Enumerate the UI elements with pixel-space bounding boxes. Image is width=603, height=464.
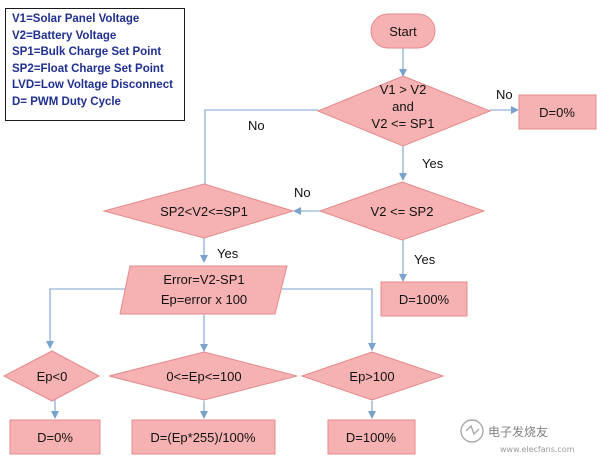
edge-calc-to-ep-neg	[46, 288, 137, 349]
legend-line-sp2: SP2=Float Charge Set Point	[12, 62, 164, 75]
decision-v2-le-sp2	[318, 181, 486, 241]
ep-high-label: Ep>100	[349, 369, 394, 384]
decision1-line1: V1 > V2	[380, 82, 427, 97]
decision-ep-neg	[2, 350, 101, 402]
duty-zero-top-label: D=0%	[539, 105, 575, 120]
edge-label-no-right: No	[496, 87, 513, 102]
edge-label-yes-d1: Yes	[422, 156, 444, 171]
legend-line-v1: V1=Solar Panel Voltage	[12, 13, 140, 25]
edge-label-no-left: No	[248, 118, 265, 133]
decision2-label: V2 <= SP2	[371, 204, 434, 219]
decision1-line3: V2 <= SP1	[372, 116, 435, 131]
decision-ep-mid	[108, 351, 298, 401]
legend-line-v2: V2=Battery Voltage	[12, 29, 117, 42]
edge-label-yes-d2: Yes	[414, 252, 436, 267]
edge-label-yes-d3: Yes	[217, 246, 239, 261]
duty-formula-label: D=(Ep*255)/100%	[150, 430, 256, 445]
legend-line-lvd: LVD=Low Voltage Disconnect	[12, 79, 173, 92]
duty-full-right-box	[380, 281, 468, 317]
decision-v1-gt-v2	[316, 75, 492, 147]
decision1-line2: and	[392, 99, 414, 114]
duty-formula-box	[131, 419, 276, 455]
legend-line-sp1: SP1=Bulk Charge Set Point	[12, 46, 162, 59]
duty-full-bottom-label: D=100%	[346, 430, 397, 445]
ep-neg-label: Ep<0	[37, 369, 68, 384]
watermark: 电子发烧友 www.elecfans.com	[460, 419, 575, 454]
duty-zero-bottom-box	[9, 419, 101, 455]
duty-zero-bottom-label: D=0%	[37, 430, 73, 445]
start-label: Start	[389, 24, 417, 39]
watermark-text: 电子发烧友	[488, 424, 548, 439]
edge-label-no-d2: No	[294, 185, 311, 200]
legend-line-d: D= PWM Duty Cycle	[12, 95, 121, 108]
ep-mid-label: 0<=Ep<=100	[166, 369, 241, 384]
watermark-logo-mark	[465, 424, 480, 436]
decision-ep-high	[300, 351, 445, 401]
error-calc-node	[119, 265, 288, 315]
decision3-label: SP2<V2<=SP1	[160, 204, 248, 219]
duty-zero-top-box	[518, 94, 597, 130]
watermark-url: www.elecfans.com	[500, 445, 575, 454]
error-calc-line1: Error=V2-SP1	[163, 272, 244, 287]
error-calc-line2: Ep=error x 100	[161, 292, 247, 307]
watermark-logo-icon	[460, 419, 484, 443]
legend-box: V1=Solar Panel Voltage V2=Battery Voltag…	[5, 8, 185, 121]
decision-sp2-v2-sp1	[102, 183, 295, 239]
edges-group	[46, 48, 519, 419]
edge-calc-to-ep-high	[282, 288, 376, 351]
start-node	[370, 13, 436, 49]
edge-decision1-no-left	[201, 109, 318, 201]
duty-full-right-label: D=100%	[399, 292, 450, 307]
duty-full-bottom-box	[327, 419, 416, 455]
